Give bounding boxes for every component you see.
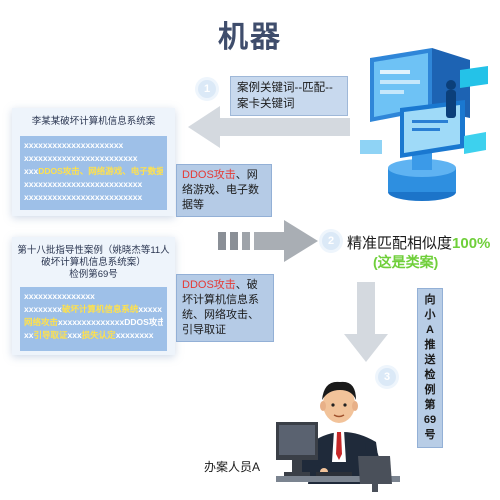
case-b-row-suffix: xxxxx [138,304,162,314]
case-a-row-highlight: xxxDDOS攻击、网络游戏、电子数据 [24,165,163,178]
machine-illustration [360,48,488,201]
arrow-left-icon [188,106,350,148]
keyword-match-line-2: 案卡关键词 [237,98,295,110]
similarity-result: 精准匹配相似度100% [347,232,490,253]
case-a-row-prefix: xxx [24,166,39,176]
case-b-title-line: 检例第69号 [69,269,118,280]
case-b-title-line: 第十八批指导性案例（姚晓杰等11人 [17,245,170,256]
push-case-label: 向 小 A 推 送 检 例 第 69 号 [417,288,443,448]
case-panel-b: 第十八批指导性案例（姚晓杰等11人 破坏计算机信息系统案） 检例第69号 xxx… [12,237,175,355]
case-a-title: 李某某破坏计算机信息系统案 [31,116,156,127]
case-a-row: xxxxxxxxxxxxxxxxxxxxx [24,140,124,150]
case-b-row: 网络攻击xxxxxxxxxxxxxxDDOS攻击 [24,316,163,329]
case-b-row-suffix: xxxxxxxxxxxxxxDDOS攻击 [58,317,163,327]
push-char: 例 [424,384,436,396]
push-char: 第 [424,399,436,411]
push-char: 推 [424,339,436,351]
keyword-match-label: 案例关键词--匹配-- 案卡关键词 [230,76,348,116]
tag-a-keywords: 、网络游戏、电子数据等 [182,169,259,211]
case-b-keyword: 引导取证 [33,330,68,340]
case-b-row: xxxxxxxx破坏计算机信息系统xxxxx [24,303,163,316]
case-a-row: xxxxxxxxxxxxxxxxxxxxxxxxx [24,192,143,202]
case-a-row: xxxxxxxxxxxxxxxxxxxxxxxxx [24,179,143,189]
case-a-keywords: DDOS攻击、网络游戏、电子数据 [38,166,163,176]
case-b-row-prefix: xx [24,330,34,340]
case-a-row: xxxxxxxxxxxxxxxxxxxxxxxx [24,153,138,163]
case-b-row-suffix: xxx [67,330,82,340]
keyword-match-line-1: 案例关键词--匹配-- [237,82,333,94]
case-b-row: xxxxxxxxxxxxxxx [24,291,95,301]
step-2-badge: 2 [322,232,340,250]
tag-a-red-keyword: DDOS攻击 [182,169,236,181]
case-b-keyword: 网络攻击 [24,317,59,327]
push-char: 送 [424,354,436,366]
case-b-row-prefix: xxxxxxxx [24,304,62,314]
tag-b-red-keyword: DDOS攻击 [182,279,236,291]
case-a-text-box: xxxxxxxxxxxxxxxxxxxxx xxxxxxxxxxxxxxxxxx… [20,136,167,210]
officer-label: 办案人员A [204,460,261,474]
push-char: 69 [423,414,437,426]
arrow-down-icon [344,282,388,362]
similarity-label: 精准匹配相似度 [347,235,453,252]
case-panel-a: 李某某破坏计算机信息系统案 xxxxxxxxxxxxxxxxxxxxx xxxx… [12,108,175,216]
push-char: A [426,324,434,336]
similarity-value: 100% [452,235,491,252]
step-3-badge: 3 [378,368,396,386]
tag-b-keywords: 、破坏计算机信息系统、网络攻击、引导取证 [182,279,259,336]
officer-illustration [276,381,400,492]
step-1-badge: 1 [198,80,216,98]
case-b-keyword-tag: DDOS攻击、破坏计算机信息系统、网络攻击、引导取证 [176,274,274,342]
case-b-row-suffix: xxxxxxxx [115,330,154,340]
push-char: 检 [424,369,436,381]
push-char: 号 [424,429,436,441]
similar-case-note: (这是类案) [373,254,439,270]
case-b-keyword: 破坏计算机信息系统 [61,304,139,314]
arrow-right-icon [218,220,318,262]
case-b-text-box: xxxxxxxxxxxxxxx xxxxxxxx破坏计算机信息系统xxxxx 网… [20,287,167,351]
push-char: 向 [424,294,436,306]
case-b-keyword: 损失认定 [81,330,116,340]
case-b-row: xx引导取证xxx损失认定xxxxxxxx [24,329,163,342]
case-b-title-line: 破坏计算机信息系统案） [41,257,146,268]
page-title: 机器 [218,21,282,54]
case-a-keyword-tag: DDOS攻击、网络游戏、电子数据等 [176,164,272,217]
push-char: 小 [424,309,436,321]
